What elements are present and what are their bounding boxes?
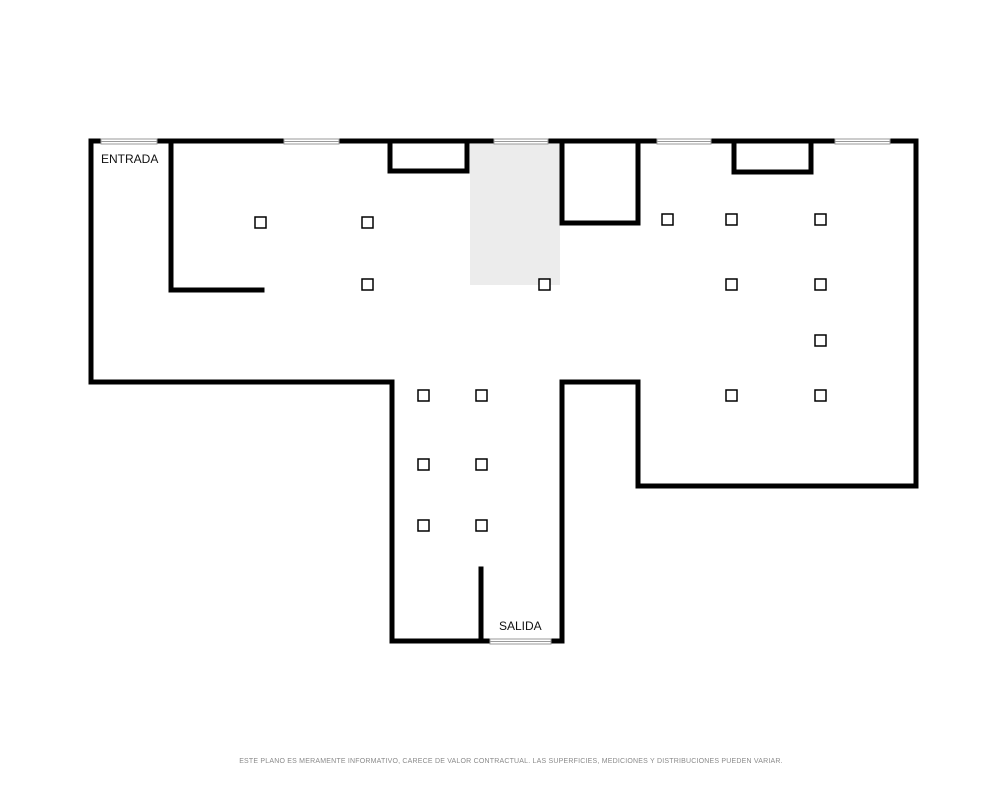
openings <box>100 138 891 645</box>
column-icon <box>254 216 267 229</box>
column-icon <box>475 389 488 402</box>
window-icon <box>656 138 712 145</box>
column-icon <box>661 213 674 226</box>
column-icon <box>417 458 430 471</box>
column-icon <box>475 458 488 471</box>
column-icon <box>538 278 551 291</box>
column-icon <box>814 213 827 226</box>
columns <box>254 213 827 532</box>
column-icon <box>725 213 738 226</box>
column-icon <box>814 334 827 347</box>
interior-walls <box>168 141 814 641</box>
column-icon <box>361 216 374 229</box>
exit-door-icon <box>489 638 552 645</box>
window-icon <box>283 138 340 145</box>
shaded-area <box>470 144 560 285</box>
outer-walls <box>88 138 919 644</box>
entrance-label: ENTRADA <box>101 152 158 166</box>
wall-bottom-right <box>548 138 919 644</box>
column-icon <box>475 519 488 532</box>
exit-label: SALIDA <box>499 619 542 633</box>
window-icon <box>834 138 891 145</box>
column-icon <box>814 389 827 402</box>
entrance-partition <box>168 141 265 293</box>
column-icon <box>417 389 430 402</box>
niche-left <box>387 141 470 174</box>
column-icon <box>814 278 827 291</box>
niche-right <box>731 141 814 175</box>
closet-center <box>559 141 641 226</box>
column-icon <box>417 519 430 532</box>
column-icon <box>725 278 738 291</box>
window-icon <box>493 138 549 145</box>
wall-top-left <box>88 138 493 644</box>
entrance-door-icon <box>100 138 158 145</box>
column-icon <box>725 389 738 402</box>
column-icon <box>361 278 374 291</box>
disclaimer-text: ESTE PLANO ES MERAMENTE INFORMATIVO, CAR… <box>239 758 783 765</box>
